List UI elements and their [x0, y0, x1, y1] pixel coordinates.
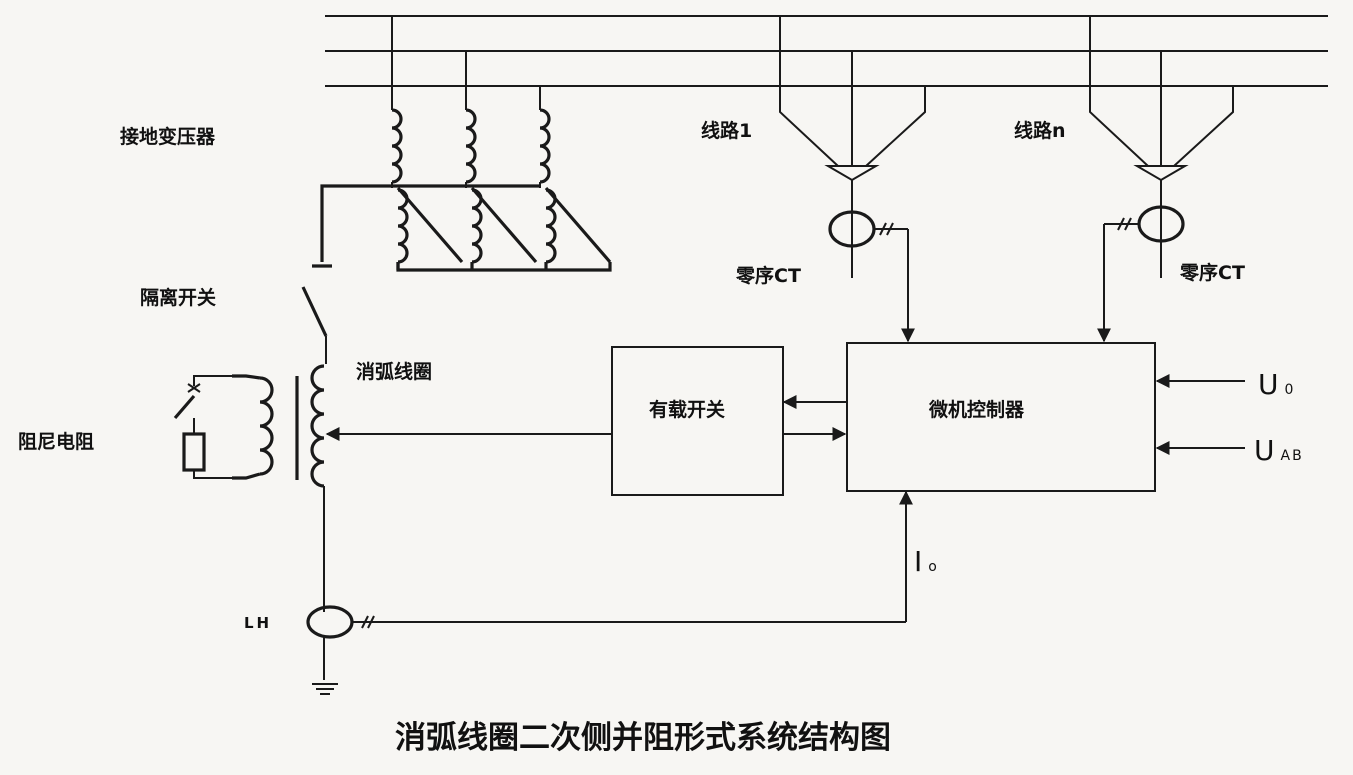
zero-seq-ct-n-label: 零序CT [1180, 262, 1245, 284]
arc-suppression-coil-label: 消弧线圈 [356, 361, 433, 383]
damping-resistor-label: 阻尼电阻 [18, 431, 95, 453]
line-1-label: 线路1 [701, 120, 753, 142]
coil-primary [310, 364, 325, 488]
diagram-title: 消弧线圈二次侧并阻形式系统结构图 [395, 720, 891, 756]
line-n-label: 线路n [1014, 120, 1066, 142]
lh-label: LH [244, 614, 273, 632]
on-load-switch-box [611, 346, 784, 496]
busbars [325, 15, 1328, 87]
feeder-line-1 [779, 16, 926, 343]
coil-secondary [259, 376, 274, 476]
on-load-switch-label: 有载开关 [649, 399, 726, 421]
secondary-coil-a [397, 188, 409, 264]
primary-coil-c [539, 108, 551, 184]
damping-resistor-branch [173, 375, 232, 479]
microcontroller-label: 微机控制器 [929, 399, 1025, 421]
disconnect-switch-label: 隔离开关 [140, 287, 217, 309]
secondary-coil-c [545, 188, 557, 264]
zero-seq-ct-1-label: 零序CT [736, 265, 801, 287]
lh-current-transformer [306, 490, 913, 695]
primary-coil-a [391, 108, 403, 184]
resistor [182, 432, 206, 472]
arc-suppression-coil [232, 364, 325, 612]
microcontroller-box [846, 342, 1156, 492]
grounding-transformer [312, 16, 612, 272]
disconnect-switch [301, 286, 328, 364]
secondary-coil-b [471, 188, 483, 264]
feeder-line-n [1089, 16, 1234, 343]
primary-coil-b [465, 108, 477, 184]
grounding-transformer-label: 接地变压器 [120, 126, 216, 148]
neutral-bar [320, 184, 540, 262]
